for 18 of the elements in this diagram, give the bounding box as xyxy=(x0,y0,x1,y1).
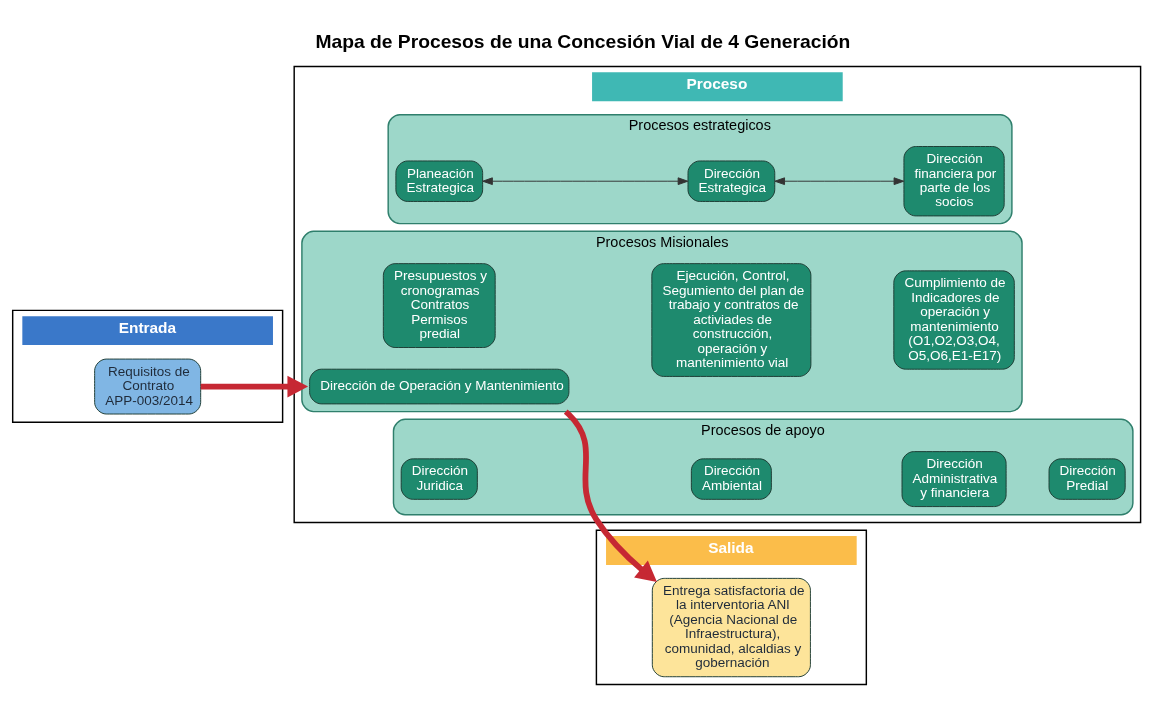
node-box: Entrega satisfactoria de la interventoria ANI (Agencia Nacional de Infraestructura), comunidad, alcaldias y gobernación xyxy=(651,577,811,678)
node-box: Dirección de Operación y Mantenimiento xyxy=(309,368,570,405)
node-box: Presupuestos y cronogramas Contratos Permisos predial xyxy=(382,263,496,348)
node-box: Dirección Estrategica xyxy=(687,160,776,202)
node-box: Dirección Ambiental xyxy=(690,458,772,500)
arrow xyxy=(482,177,689,186)
node-box: Dirección Juridica xyxy=(400,458,478,500)
node-box: Ejecución, Control, Segumiento del plan de trabajo y contratos de activiades de construcción, operación y mantenimiento vial xyxy=(651,263,812,377)
node-box: Planeación Estrategica xyxy=(395,160,484,202)
arrow xyxy=(563,409,657,583)
node-box: Dirección Administrativa y financiera xyxy=(901,451,1007,508)
node-box: Cumplimiento de Indicadores de operación y mantenimiento (O1,O2,O3,O4, O5,O6,E1-E17) xyxy=(893,270,1015,370)
arrow xyxy=(774,177,905,186)
diagram-title: Mapa de Procesos de una Concesión Vial de 4 Generación xyxy=(315,31,851,53)
node-box: Requisitos de Contrato APP-003/2014 xyxy=(94,358,202,415)
node-box: Dirección Predial xyxy=(1048,458,1126,500)
node-box: Dirección financiera por parte de los socios xyxy=(903,146,1005,217)
arrow xyxy=(200,375,309,398)
